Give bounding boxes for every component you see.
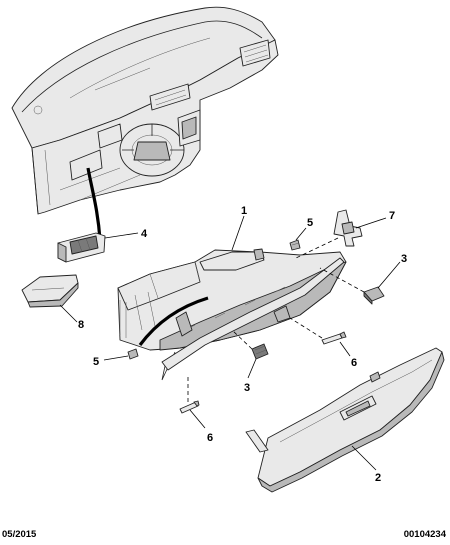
leader-8 — [59, 304, 78, 323]
footer-reference-number: 00104234 — [403, 529, 446, 540]
callout-3-right: 3 — [401, 253, 407, 265]
callout-5-lower: 5 — [93, 356, 99, 368]
part-5-clip-lower — [127, 348, 139, 360]
part-6-pin-lower — [179, 400, 200, 414]
part-3-bracket-lower — [251, 343, 269, 360]
callout-3-lower: 3 — [244, 382, 250, 394]
callout-2: 2 — [375, 472, 381, 484]
part-1-housing — [117, 248, 347, 381]
dashboard-illustration — [11, 6, 279, 215]
leader-6-lower — [189, 409, 206, 429]
callout-1: 1 — [241, 205, 247, 217]
assembly-line-3-right — [319, 267, 365, 293]
leader-3-lower — [247, 358, 257, 379]
callout-4: 4 — [141, 228, 148, 240]
assembly-line-3-lower — [231, 329, 253, 350]
part-4-module — [57, 232, 106, 263]
part-6-pin-right — [321, 331, 347, 345]
callout-5-upper: 5 — [307, 217, 313, 229]
assembly-line-7 — [295, 237, 339, 259]
callout-6-right: 6 — [351, 357, 357, 369]
routing-line-upper — [86, 167, 102, 241]
part-2-lid — [245, 347, 445, 493]
routing-line-lower — [138, 296, 209, 346]
leader-1 — [231, 215, 245, 251]
part-8-tray — [21, 274, 79, 308]
part-3-bracket-right — [363, 286, 385, 305]
part-7-latch — [333, 209, 363, 247]
callout-8: 8 — [78, 319, 84, 331]
leader-7 — [355, 217, 387, 229]
leader-2 — [351, 445, 377, 471]
leader-3-right — [377, 261, 401, 289]
footer-date: 05/2015 — [2, 529, 37, 540]
leader-6-right — [339, 341, 351, 357]
callout-7: 7 — [389, 210, 395, 222]
callout-6-lower: 6 — [207, 432, 213, 444]
assembly-line-6-right — [289, 317, 323, 339]
leader-4 — [104, 232, 139, 239]
leader-5-upper — [295, 227, 307, 241]
part-5-clip-upper — [289, 239, 301, 251]
leader-5-lower — [103, 355, 129, 361]
